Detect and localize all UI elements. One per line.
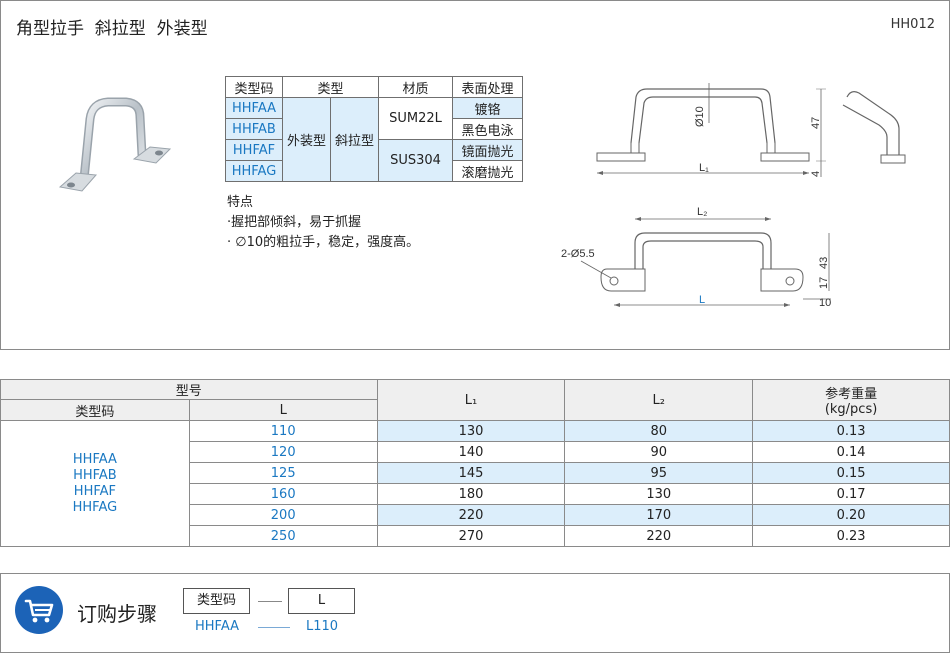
cell-weight: 0.23 xyxy=(752,525,950,547)
product-code: HH012 xyxy=(890,17,935,32)
order-example-l: L110 xyxy=(306,619,339,634)
spec-table: 类型码 类型 材质 表面处理 HHFAA 外装型 斜拉型 SUM22L 镀铬 H… xyxy=(225,76,523,182)
shopping-cart-icon xyxy=(15,586,63,634)
cell-l1: 180 xyxy=(376,483,566,505)
table-row: 125 145 95 0.15 xyxy=(1,462,950,484)
spec-surface: 黑色电泳 xyxy=(452,118,523,140)
dims-type-codes: HHFAA HHFAB HHFAF HHFAG xyxy=(0,420,190,547)
order-example-type-code: HHFAA xyxy=(195,619,239,634)
dim-l1: L₁ xyxy=(699,162,709,174)
type-code-link[interactable]: HHFAB xyxy=(73,467,117,483)
cell-l2: 80 xyxy=(564,420,754,442)
dimension-drawing: Ø10 L₁ 47 4 2-Ø5.5 L₂ L xyxy=(561,83,906,309)
cell-l2: 90 xyxy=(564,441,754,463)
dim-l2: L₂ xyxy=(697,206,707,218)
spec-type-code[interactable]: HHFAB xyxy=(225,118,283,140)
order-separator xyxy=(258,601,282,602)
dim-l: L xyxy=(699,294,705,306)
dim-hole: 2-Ø5.5 xyxy=(561,248,595,260)
dims-header-l2: L₂ xyxy=(564,379,754,421)
cell-l[interactable]: 120 xyxy=(188,441,378,463)
cell-l[interactable]: 250 xyxy=(188,525,378,547)
cell-l[interactable]: 125 xyxy=(188,462,378,484)
cell-l2: 130 xyxy=(564,483,754,505)
dims-header-type-code: 类型码 xyxy=(0,399,190,421)
cell-weight: 0.14 xyxy=(752,441,950,463)
cell-weight: 0.17 xyxy=(752,483,950,505)
type-code-link[interactable]: HHFAA xyxy=(72,451,117,467)
cell-weight: 0.15 xyxy=(752,462,950,484)
cell-l[interactable]: 110 xyxy=(188,420,378,442)
table-row: 250 270 220 0.23 xyxy=(1,525,950,547)
product-info-panel: 角型拉手 斜拉型 外装型 HH012 类型码 类型 材质 表面处理 HHFAA … xyxy=(0,0,950,350)
cell-l2: 95 xyxy=(564,462,754,484)
features-title: 特点 xyxy=(227,195,254,210)
table-row: HHFAA HHFAB HHFAF HHFAG 110 130 80 0.13 xyxy=(0,420,950,547)
spec-material: SUS304 xyxy=(378,139,453,182)
weight-unit: (kg/pcs) xyxy=(824,402,878,417)
dimension-table: 型号 L₁ L₂ 参考重量 (kg/pcs) 类型码 L HHFAA HHFAB… xyxy=(0,379,950,547)
feature-item: · ∅10的粗拉手，稳定，强度高。 xyxy=(227,235,420,250)
cell-l1: 140 xyxy=(376,441,566,463)
dim-dia10: Ø10 xyxy=(694,106,706,127)
spec-type-code[interactable]: HHFAF xyxy=(225,139,283,161)
cell-weight: 0.20 xyxy=(752,504,950,526)
dims-header-weight: 参考重量 (kg/pcs) xyxy=(752,379,950,421)
spec-header-material: 材质 xyxy=(378,76,453,98)
dim-w10: 10 xyxy=(819,297,831,309)
order-box-type-code[interactable]: 类型码 xyxy=(183,588,250,614)
cell-l[interactable]: 200 xyxy=(188,504,378,526)
spec-header-type: 类型 xyxy=(282,76,379,98)
spec-type-code[interactable]: HHFAA xyxy=(225,97,283,119)
table-row: 200 220 170 0.20 xyxy=(1,504,950,526)
cell-l1: 130 xyxy=(376,420,566,442)
example-separator xyxy=(258,627,290,628)
weight-label: 参考重量 xyxy=(825,387,878,402)
spec-type2: 斜拉型 xyxy=(330,97,379,182)
dims-header-l1: L₁ xyxy=(376,379,566,421)
dim-h43: 43 xyxy=(818,257,830,269)
order-steps-title: 订购步骤 xyxy=(77,602,157,626)
table-row: 160 180 130 0.17 xyxy=(1,483,950,505)
cell-l2: 170 xyxy=(564,504,754,526)
cell-l[interactable]: 160 xyxy=(188,483,378,505)
dim-h4: 4 xyxy=(810,171,822,177)
spec-header-type-code: 类型码 xyxy=(225,76,283,98)
features-section: 特点 ·握把部倾斜，易于抓握 · ∅10的粗拉手，稳定，强度高。 xyxy=(227,193,419,253)
spec-surface: 镀铬 xyxy=(452,97,523,119)
dim-h47: 47 xyxy=(810,117,822,129)
spec-surface: 滚磨抛光 xyxy=(452,160,523,182)
dims-header-l: L xyxy=(188,399,378,421)
spec-type1: 外装型 xyxy=(282,97,331,182)
cell-l1: 270 xyxy=(376,525,566,547)
type-code-link[interactable]: HHFAF xyxy=(73,483,117,499)
dims-header-model: 型号 xyxy=(0,379,378,400)
spec-material: SUM22L xyxy=(378,97,453,140)
order-box-l[interactable]: L xyxy=(288,588,355,614)
type-code-link[interactable]: HHFAG xyxy=(72,499,118,515)
dim-h17: 17 xyxy=(818,277,830,289)
product-photo xyxy=(58,97,172,192)
cell-weight: 0.13 xyxy=(752,420,950,442)
spec-header-surface: 表面处理 xyxy=(452,76,523,98)
spec-type-code[interactable]: HHFAG xyxy=(225,160,283,182)
cell-l2: 220 xyxy=(564,525,754,547)
feature-item: ·握把部倾斜，易于抓握 xyxy=(227,215,362,230)
spec-surface: 镜面抛光 xyxy=(452,139,523,161)
cell-l1: 145 xyxy=(376,462,566,484)
order-steps-panel: 订购步骤 类型码 L HHFAA L110 xyxy=(0,573,950,653)
page-title: 角型拉手 斜拉型 外装型 xyxy=(16,19,208,39)
cell-l1: 220 xyxy=(376,504,566,526)
